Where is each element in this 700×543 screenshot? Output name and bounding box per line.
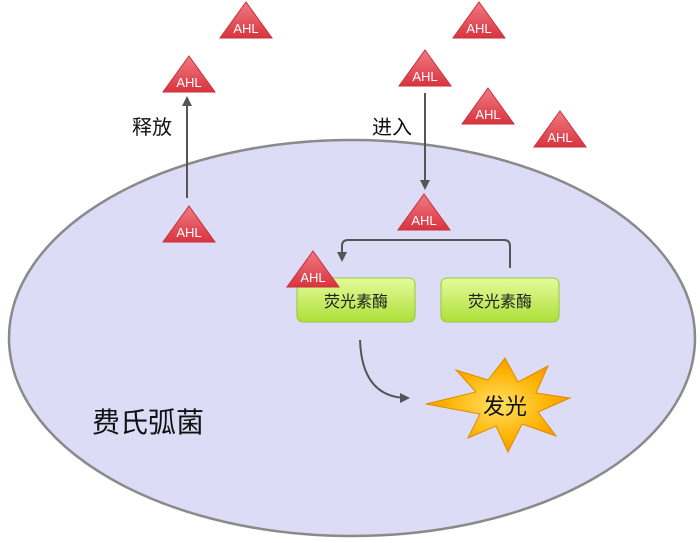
enzyme-box: 荧光素酶	[440, 277, 560, 323]
light-label: 发光	[483, 395, 527, 420]
release-label: 释放	[132, 115, 172, 139]
light-arrow	[359, 339, 410, 403]
ahl-signal: AHL	[452, 1, 506, 39]
ahl-label: AHL	[411, 213, 436, 228]
ahl-label: AHL	[412, 69, 437, 84]
ahl-label: AHL	[300, 270, 325, 285]
ahl-signal: AHL	[286, 250, 340, 288]
ahl-signal: AHL	[219, 1, 273, 39]
enzyme-box: 荧光素酶	[296, 277, 416, 323]
ahl-label: AHL	[547, 130, 572, 145]
ahl-signal: AHL	[461, 87, 515, 125]
ahl-label: AHL	[233, 21, 258, 36]
starburst-icon: 发光	[425, 357, 572, 454]
ahl-label: AHL	[475, 107, 500, 122]
feedback-arrow	[337, 239, 511, 268]
ahl-label: AHL	[176, 225, 201, 240]
vibrio-cell	[7, 138, 697, 538]
ahl-label: AHL	[466, 21, 491, 36]
enzyme-label: 荧光素酶	[468, 292, 532, 311]
ahl-signal: AHL	[533, 110, 587, 148]
ahl-signal: AHL	[162, 55, 216, 93]
ahl-signal: AHL	[397, 193, 451, 231]
ahl-label: AHL	[176, 75, 201, 90]
cell-label: 费氏弧菌	[92, 406, 204, 439]
ahl-signal: AHL	[162, 205, 216, 243]
enter-label: 进入	[372, 115, 412, 139]
ahl-signal: AHL	[398, 49, 452, 87]
enzyme-label: 荧光素酶	[324, 292, 388, 311]
